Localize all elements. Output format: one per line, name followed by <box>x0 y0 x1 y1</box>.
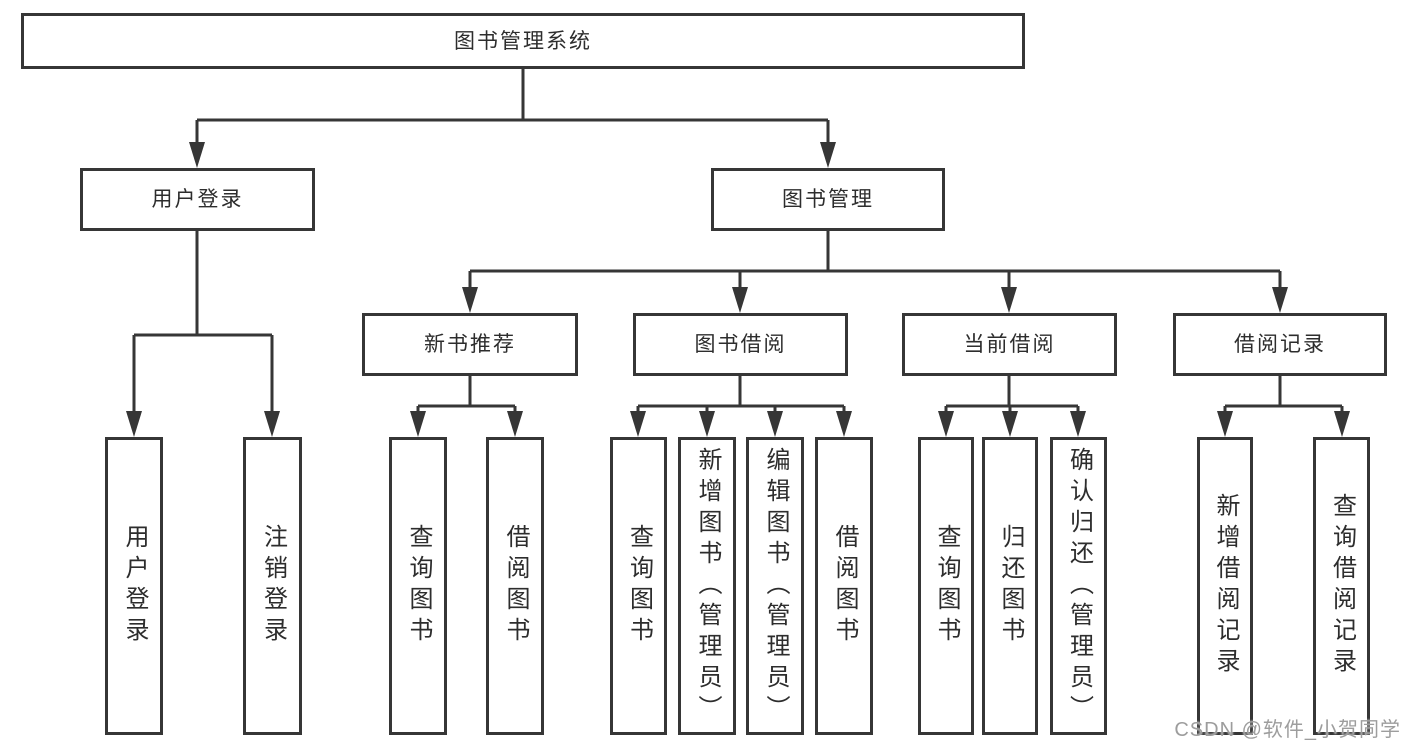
node-user-login-label: 用户登录 <box>151 188 244 211</box>
node-root-system: 图书管理系统 <box>21 13 1025 69</box>
leaf-borrow-books-label: 借阅图书 <box>831 524 858 648</box>
leaf-confirm-return-admin: 确认归还（管理员） <box>1050 437 1107 735</box>
leaf-current-query-books-label: 查询图书 <box>933 524 960 648</box>
node-book-borrow: 图书借阅 <box>633 313 848 376</box>
leaf-user-login-label: 用户登录 <box>121 524 148 648</box>
node-current-borrow-label: 当前借阅 <box>963 333 1056 356</box>
leaf-add-books-admin: 新增图书（管理员） <box>678 437 736 735</box>
leaf-current-query-books: 查询图书 <box>918 437 974 735</box>
leaf-query-borrow-record: 查询借阅记录 <box>1313 437 1370 735</box>
leaf-recommend-borrow-books-label: 借阅图书 <box>502 524 529 648</box>
leaf-user-login: 用户登录 <box>105 437 163 735</box>
node-borrow-records: 借阅记录 <box>1173 313 1387 376</box>
leaf-query-borrow-record-label: 查询借阅记录 <box>1328 493 1356 679</box>
leaf-add-books-admin-label: 新增图书（管理员） <box>694 446 721 726</box>
leaf-recommend-query-books-label: 查询图书 <box>405 524 432 648</box>
leaf-edit-books-admin-label: 编辑图书（管理员） <box>762 446 789 726</box>
leaf-borrow-query-books-label: 查询图书 <box>625 524 653 648</box>
arrowhead-icons <box>126 142 1350 437</box>
node-borrow-records-label: 借阅记录 <box>1234 333 1326 356</box>
leaf-logout: 注销登录 <box>243 437 302 735</box>
node-user-login: 用户登录 <box>80 168 315 231</box>
node-root-system-label: 图书管理系统 <box>454 29 592 53</box>
node-book-borrow-label: 图书借阅 <box>694 333 787 356</box>
node-book-management-label: 图书管理 <box>782 188 874 211</box>
leaf-return-books: 归还图书 <box>982 437 1038 735</box>
leaf-borrow-query-books: 查询图书 <box>610 437 667 735</box>
leaf-borrow-books: 借阅图书 <box>815 437 873 735</box>
leaf-recommend-query-books: 查询图书 <box>389 437 447 735</box>
leaf-confirm-return-admin-label: 确认归还（管理员） <box>1065 446 1093 726</box>
csdn-watermark: CSDN @软件_小贺同学 <box>1174 719 1401 741</box>
leaf-recommend-borrow-books: 借阅图书 <box>486 437 544 735</box>
leaf-add-borrow-record-label: 新增借阅记录 <box>1212 493 1239 679</box>
leaf-return-books-label: 归还图书 <box>997 524 1024 648</box>
leaf-logout-label: 注销登录 <box>259 524 287 648</box>
node-new-book-recommend-label: 新书推荐 <box>424 333 516 356</box>
node-book-management: 图书管理 <box>711 168 945 231</box>
node-new-book-recommend: 新书推荐 <box>362 313 578 376</box>
leaf-edit-books-admin: 编辑图书（管理员） <box>746 437 804 735</box>
leaf-add-borrow-record: 新增借阅记录 <box>1197 437 1253 735</box>
node-current-borrow: 当前借阅 <box>902 313 1117 376</box>
